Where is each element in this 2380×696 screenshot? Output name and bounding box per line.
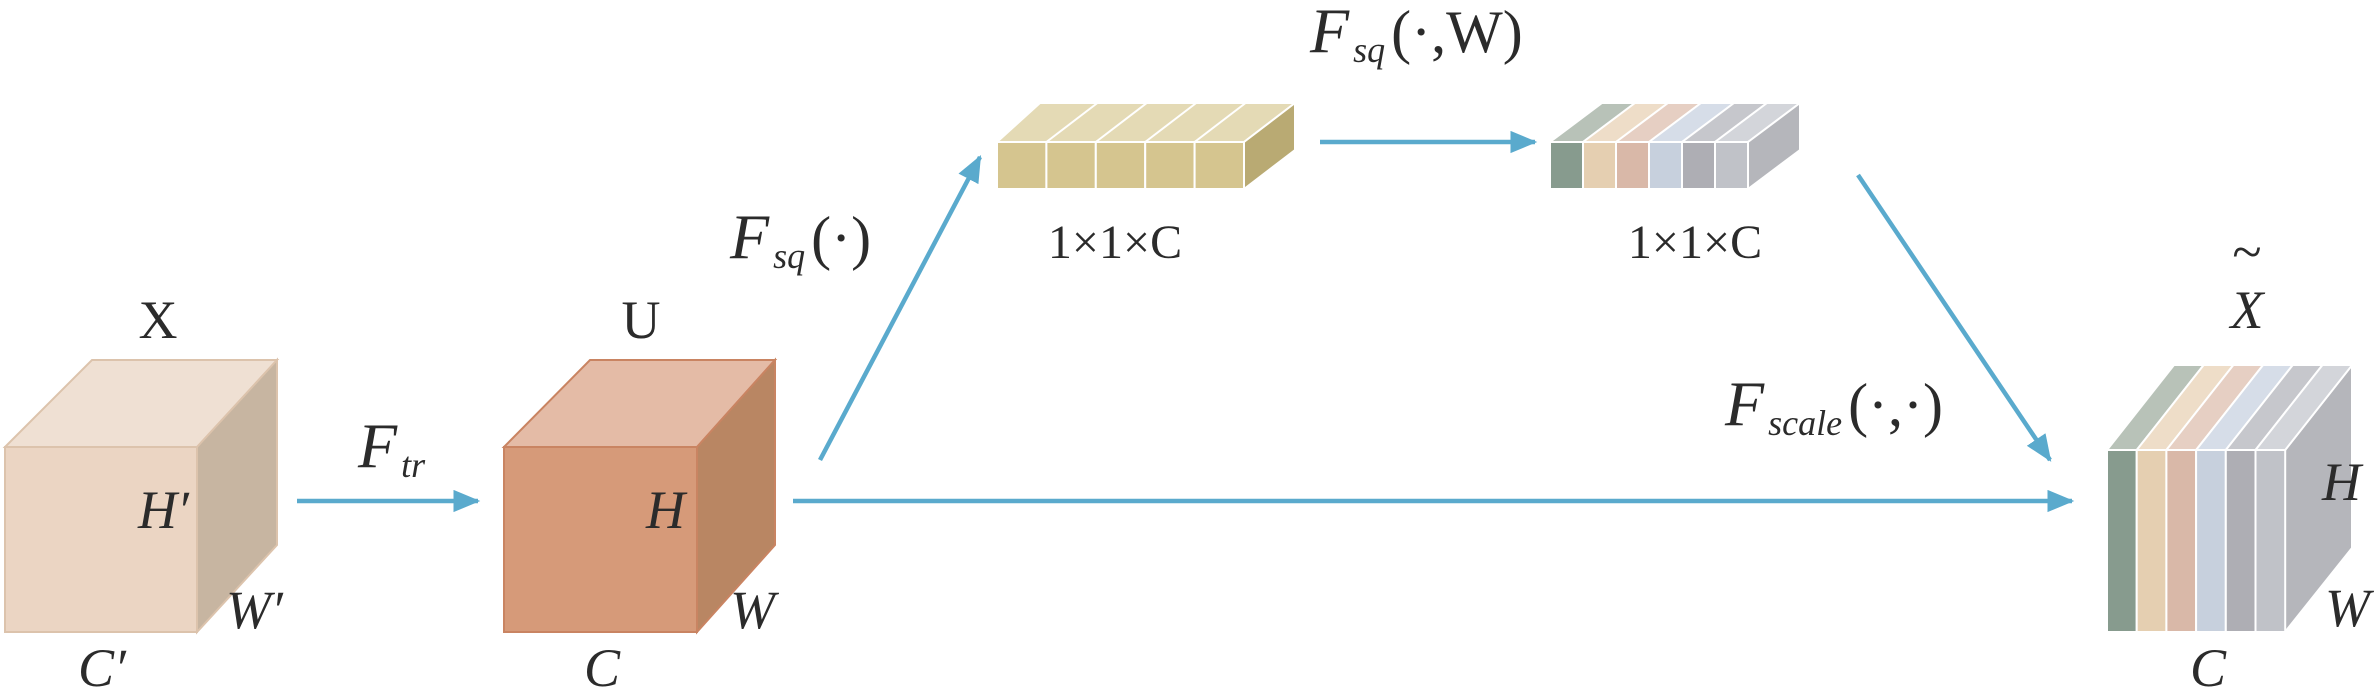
u-cube-side (696, 357, 776, 635)
output-slice (2135, 449, 2168, 633)
squeezed-vector-top-divider (1144, 102, 1197, 143)
output-height-label: H (2321, 452, 2364, 512)
squeezed-vector-cells (996, 102, 1247, 190)
squeeze-arrow (818, 155, 982, 462)
excite-dim-label: 1×1×C (1628, 216, 1762, 269)
output-slice (2165, 449, 2198, 633)
excited-vector-cells (1549, 141, 1749, 190)
output-tilde: ~ (2232, 222, 2261, 282)
output-width-label: W (2325, 578, 2375, 638)
excited-vector-cell (1549, 141, 1584, 190)
u-channel-label: C (584, 638, 621, 696)
squeezed-vector-top-divider (1193, 102, 1247, 143)
output-slice (2106, 449, 2138, 633)
output-label: X (2229, 280, 2266, 340)
x-label: X (139, 290, 178, 350)
output-slice (2254, 449, 2287, 633)
output-slice (2224, 449, 2257, 633)
u-height-label: H (645, 480, 688, 540)
squeezed-vector-top-divider (1095, 102, 1148, 143)
squeezed-vector-cell (1045, 141, 1097, 190)
x-height-label: H′ (137, 480, 190, 540)
x-width-label: W′ (226, 580, 284, 640)
output-tensor-cube (2104, 362, 2355, 635)
output-slice (2195, 449, 2227, 633)
scale-weights-arrow (1856, 173, 2052, 462)
squeeze-dim-label: 1×1×C (1048, 216, 1182, 269)
squeezed-vector-cell (1193, 141, 1245, 190)
output-slices (2106, 449, 2287, 633)
input-tensor-x-cube (2, 357, 280, 635)
x-channel-label: C′ (78, 638, 127, 696)
excited-vector-cell (1648, 141, 1683, 190)
squeezed-vector-top-divider (1045, 102, 1099, 143)
u-width-label: W (730, 580, 780, 640)
squeezed-vector (994, 100, 1298, 192)
excited-vector-cell (1681, 141, 1716, 190)
feature-map-u-cube (501, 357, 778, 635)
output-slice-tops (2104, 364, 2355, 451)
excited-vector-cell (1615, 141, 1650, 190)
excited-vector-cell (1714, 141, 1749, 190)
squeezed-vector-cell (996, 141, 1048, 190)
squeezed-vector-cell (1144, 141, 1196, 190)
u-label: U (622, 290, 661, 350)
excited-vector (1547, 101, 1803, 191)
squeezed-vector-cell (1094, 141, 1147, 190)
x-cube-side (196, 357, 278, 635)
excited-vector-cell (1582, 141, 1617, 190)
output-channel-label: C (2190, 638, 2227, 696)
